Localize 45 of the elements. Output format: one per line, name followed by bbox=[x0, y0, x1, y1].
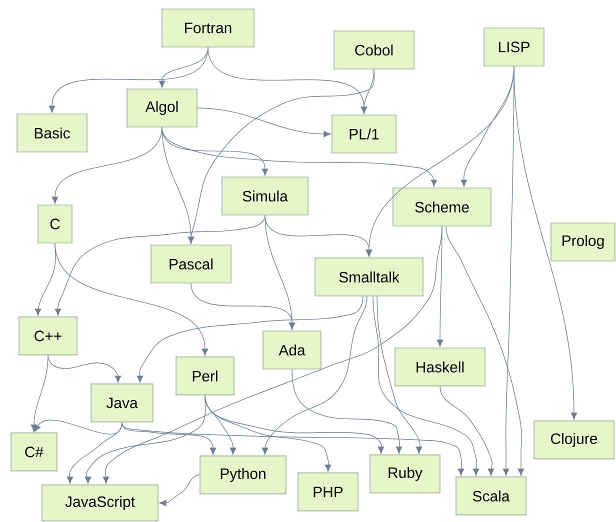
arrow bbox=[122, 422, 464, 476]
arrow bbox=[446, 226, 524, 476]
language-box: PL/1 bbox=[332, 114, 396, 154]
arrow bbox=[102, 226, 442, 484]
arrow bbox=[372, 296, 480, 476]
language-box: C bbox=[38, 204, 72, 244]
arrow bbox=[34, 420, 122, 435]
language-box: LISP bbox=[484, 28, 544, 66]
language-box: Prolog bbox=[550, 222, 616, 262]
language-box: PHP bbox=[298, 472, 358, 512]
arrow bbox=[514, 66, 578, 420]
language-box: Algol bbox=[126, 88, 198, 128]
arrow bbox=[30, 354, 48, 432]
language-box: Haskell bbox=[394, 348, 486, 386]
language-box: Python bbox=[200, 456, 286, 494]
arrow bbox=[159, 474, 200, 506]
language-box: Fortran bbox=[162, 8, 254, 48]
arrow bbox=[54, 242, 208, 356]
language-box: Cobol bbox=[334, 30, 414, 70]
arrow bbox=[34, 242, 56, 316]
arrow bbox=[66, 422, 122, 484]
language-box: Basic bbox=[16, 114, 88, 152]
arrow bbox=[196, 108, 331, 138]
language-box: Scheme bbox=[392, 188, 492, 226]
language-box: Simula bbox=[222, 176, 308, 216]
language-box: Pascal bbox=[150, 244, 232, 284]
arrow bbox=[84, 394, 206, 484]
language-box: Java bbox=[90, 384, 154, 422]
language-box: Clojure bbox=[534, 420, 614, 460]
language-box: C# bbox=[10, 432, 58, 472]
language-box: Ruby bbox=[370, 454, 440, 494]
arrow bbox=[262, 296, 368, 455]
arrow bbox=[376, 296, 422, 454]
arrow bbox=[440, 386, 494, 476]
arrow bbox=[162, 126, 438, 187]
language-box: Scala bbox=[456, 476, 526, 516]
language-box: Smalltalk bbox=[314, 258, 424, 296]
arrow bbox=[190, 282, 296, 330]
language-box: JavaScript bbox=[42, 484, 158, 522]
language-box: C++ bbox=[18, 316, 78, 356]
arrow bbox=[162, 126, 194, 244]
language-box: Ada bbox=[262, 330, 322, 370]
arrow bbox=[136, 296, 364, 383]
language-box: Perl bbox=[176, 356, 234, 396]
arrow bbox=[292, 368, 402, 454]
